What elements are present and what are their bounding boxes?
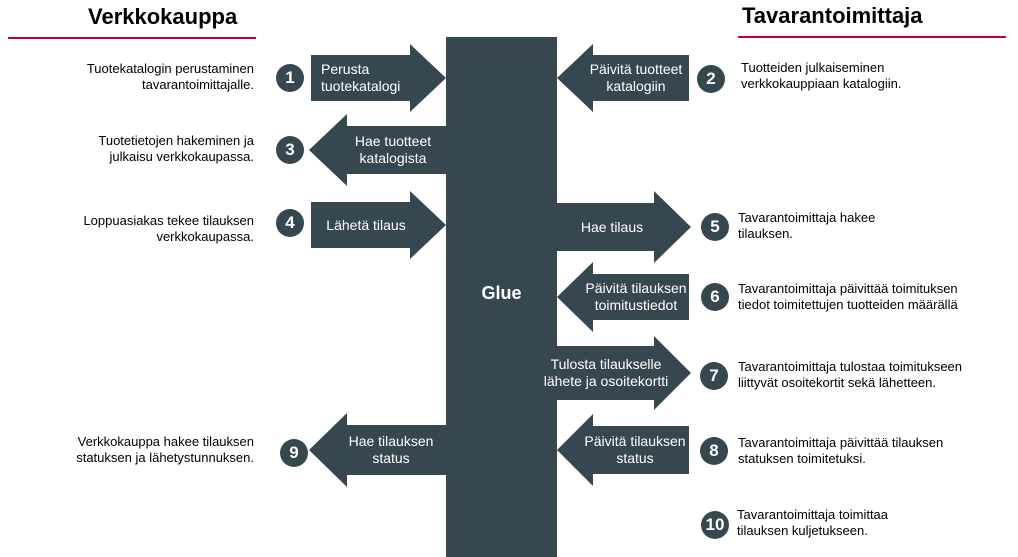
step-description-2: Tuotteiden julkaiseminen verkkokauppiaan… (741, 60, 902, 91)
arrow-step-1: Perusta tuotekatalogi (311, 44, 446, 112)
arrow-label: Päivitä tuotteet katalogiin (589, 61, 683, 94)
arrow-left-shape (557, 262, 689, 332)
glue-column: Glue (446, 37, 557, 557)
step-badge-8: 8 (700, 437, 728, 465)
step-badge-5: 5 (701, 213, 729, 241)
arrow-right-shape (557, 336, 691, 410)
arrow-step-3: Hae tuotteet katalogista (309, 114, 446, 186)
arrow-left-shape (557, 414, 689, 486)
arrow-step-2: Päivitä tuotteet katalogiin (557, 44, 689, 112)
step-description-1: Tuotekatalogin perustaminen tavarantoimi… (86, 61, 254, 92)
left-title: Verkkokauppa (88, 4, 238, 29)
step-description-3: Tuotetietojen hakeminen ja julkaisu verk… (98, 133, 254, 164)
right-title: Tavarantoimittaja (742, 3, 923, 28)
arrow-left-shape (309, 114, 446, 186)
step-badge-6: 6 (701, 283, 729, 311)
right-title-underline (738, 36, 1006, 38)
arrow-step-8: Päivitä tilauksen status (557, 414, 689, 486)
arrow-step-4: Lähetä tilaus (311, 191, 446, 259)
left-title-underline (8, 37, 256, 39)
step-description-6: Tavarantoimittaja päivittää toimituksen … (738, 281, 958, 312)
step-description-10: Tavarantoimittaja toimittaa tilauksen ku… (737, 507, 889, 538)
arrow-step-5: Hae tilaus (557, 191, 691, 263)
arrow-step-9: Hae tilauksen status (309, 413, 446, 487)
arrow-left-shape (557, 44, 689, 112)
arrow-right-shape (311, 44, 446, 112)
glue-label: Glue (481, 282, 522, 303)
arrow-label: Tulosta tilaukselle lähete ja osoitekort… (543, 356, 669, 389)
step-badge-7: 7 (700, 362, 728, 390)
step-badge-4: 4 (276, 209, 304, 237)
step-badge-2: 2 (697, 65, 725, 93)
arrow-label: Päivitä tilauksen status (584, 433, 686, 466)
step-description-5: Tavarantoimittaja hakee tilauksen. (738, 210, 876, 241)
step-description-8: Tavarantoimittaja päivittää tilauksen st… (738, 435, 944, 466)
step-description-4: Loppuasiakas tekee tilauksen verkkokaupa… (83, 213, 254, 244)
step-badge-3: 3 (276, 136, 304, 164)
arrow-label: Hae tilaus (580, 218, 644, 235)
arrow-right-shape (557, 191, 691, 263)
step-description-7: Tavarantoimittaja tulostaa toimitukseen … (738, 359, 963, 390)
arrow-label: Päivitä tilauksen toimitustiedot (585, 280, 687, 313)
arrow-label: Hae tuotteet katalogista (354, 133, 432, 166)
step-badge-1: 1 (276, 64, 304, 92)
step-description-9: Verkkokauppa hakee tilauksen statuksen j… (76, 434, 254, 465)
arrow-label: Lähetä tilaus (326, 216, 406, 233)
arrow-right-shape (311, 191, 446, 259)
arrow-left-shape (309, 413, 446, 487)
arrow-step-6: Päivitä tilauksen toimitustiedot (557, 262, 689, 332)
arrow-step-7: Tulosta tilaukselle lähete ja osoitekort… (542, 336, 691, 410)
arrow-label: Hae tilauksen status (348, 433, 434, 466)
step-badge-10: 10 (701, 511, 729, 539)
arrow-label: Perusta tuotekatalogi (321, 61, 401, 94)
step-badge-9: 9 (280, 439, 308, 467)
